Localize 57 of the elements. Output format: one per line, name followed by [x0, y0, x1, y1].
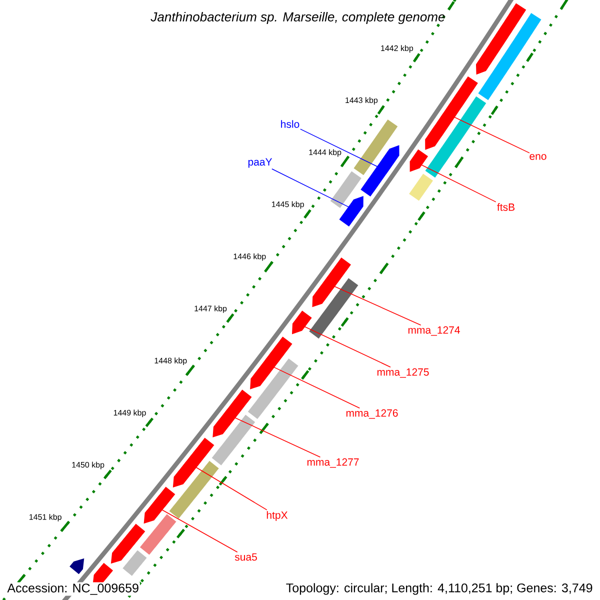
gene-label: hslo	[281, 120, 300, 128]
footer-text: Topology: circular; Length: 4,110,251 bp; Genes: 3,749	[284, 582, 594, 596]
tick-label: 1451 kbp	[30, 514, 62, 522]
gene-label: mma_1276	[346, 409, 398, 419]
leader-line	[194, 466, 268, 510]
leader-line	[300, 128, 380, 168]
gene-label: ftsB	[497, 203, 514, 211]
gene-block	[339, 196, 364, 226]
leader-line	[302, 325, 391, 368]
leader-line	[419, 164, 496, 202]
gene-block	[122, 550, 147, 576]
gene-block	[144, 486, 176, 524]
gene-label: mma_1277	[307, 458, 359, 468]
gene-block	[476, 3, 526, 75]
gene-block	[354, 120, 398, 176]
gene-label: htpX	[266, 511, 288, 521]
gene-block	[409, 174, 434, 201]
gene-block	[425, 76, 478, 150]
gene-block	[212, 390, 252, 438]
gene-block	[212, 414, 256, 466]
gene-block	[248, 358, 298, 420]
gene-block	[360, 145, 400, 197]
gene-block	[169, 460, 219, 519]
footer-text: Accession: NC_009659	[6, 582, 140, 596]
leader-line	[272, 366, 360, 408]
gene-block	[172, 438, 214, 488]
tick-label: 1446 kbp	[234, 253, 266, 261]
gene-block	[110, 524, 146, 564]
gene-block	[309, 278, 358, 339]
gene-block	[312, 258, 351, 308]
gene-block	[250, 336, 292, 390]
gene-label: eno	[530, 154, 546, 160]
gene-block	[140, 514, 176, 555]
tick-label: 1448 kbp	[154, 358, 187, 365]
leader-line	[160, 508, 238, 553]
gene-block	[410, 149, 428, 172]
gene-block	[478, 13, 542, 100]
gene-label: sua5	[234, 553, 257, 561]
gene-label: mma_1275	[377, 368, 429, 378]
leader-line	[272, 168, 351, 208]
gene-block	[292, 310, 312, 334]
tick-label: 1450 kbp	[72, 462, 104, 470]
gene-block	[330, 171, 362, 208]
tick-label: 1444 kbp	[309, 149, 342, 157]
gene-block	[70, 558, 84, 574]
leader-line	[332, 285, 422, 326]
gene-block	[425, 96, 486, 178]
tick-label: 1449 kbp	[114, 410, 146, 418]
gene-label: paaY	[248, 158, 272, 168]
leader-line	[452, 116, 530, 154]
tick-label: 1445 kbp	[272, 201, 304, 209]
tick-label: 1442 kbp	[381, 45, 414, 53]
gene-label: mma_1274	[408, 326, 460, 336]
leader-line	[232, 416, 321, 458]
tick-label: 1443 kbp	[346, 97, 378, 105]
tick-label: 1447 kbp	[194, 305, 227, 313]
title: Janthinobacterium sp. Marseille, complete genome	[150, 12, 445, 24]
